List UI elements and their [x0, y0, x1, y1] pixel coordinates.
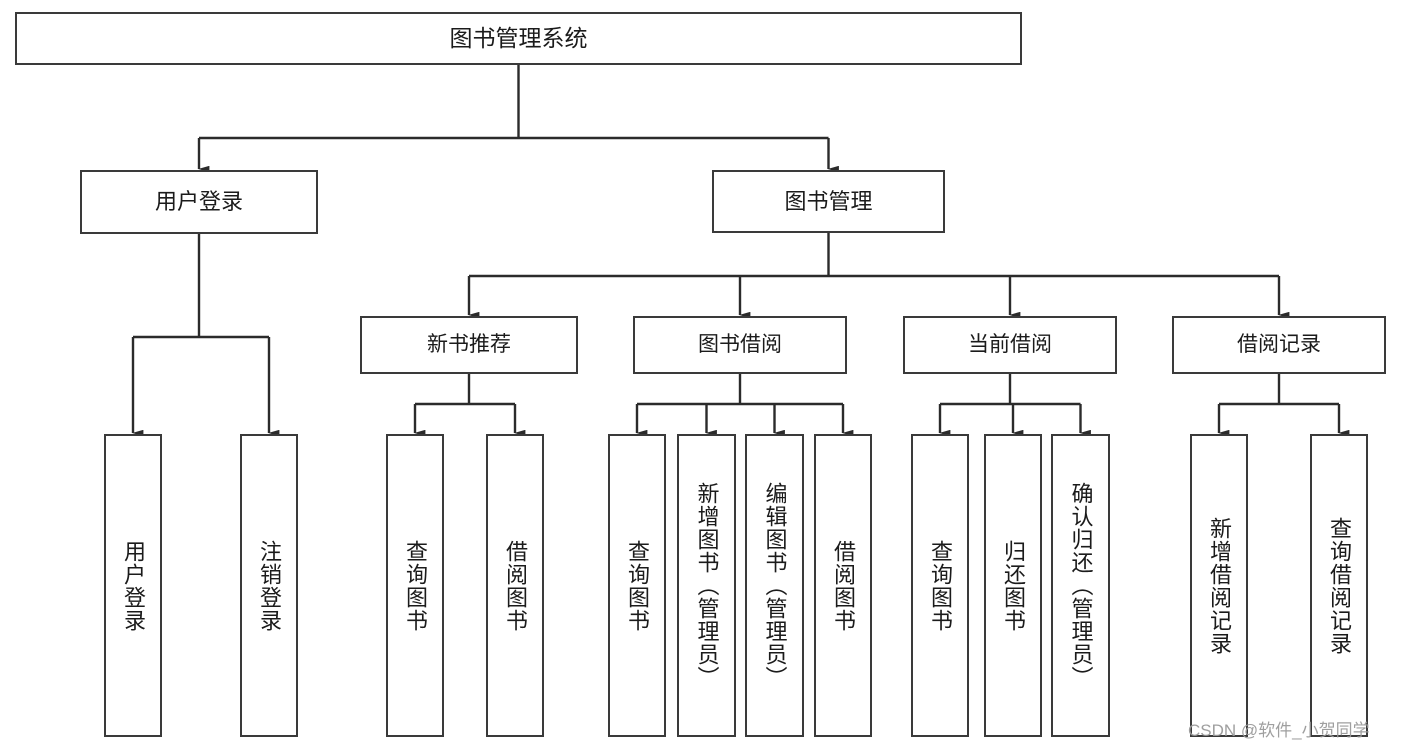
node-label: 查询图书: [402, 539, 428, 632]
node-leaf1: 用户登录: [104, 434, 162, 737]
node-root: 图书管理系统: [15, 12, 1022, 65]
node-label: 图书管理系统: [449, 24, 588, 51]
node-label: 编辑图书（管理员）: [762, 482, 788, 689]
node-leaf13: 查询借阅记录: [1310, 434, 1368, 737]
node-leaf10: 归还图书: [984, 434, 1042, 737]
node-label: 确认归还（管理员）: [1068, 482, 1094, 689]
node-label: 查询借阅记录: [1326, 516, 1352, 655]
node-label: 用户登录: [120, 539, 146, 632]
node-leaf5: 查询图书: [608, 434, 666, 737]
node-label: 新增图书（管理员）: [694, 482, 720, 689]
node-leaf3: 查询图书: [386, 434, 444, 737]
node-label: 查询图书: [927, 539, 953, 632]
node-label: 借阅图书: [830, 539, 856, 632]
node-label: 图书管理: [784, 188, 873, 214]
node-label: 归还图书: [1000, 539, 1026, 632]
node-leaf11: 确认归还（管理员）: [1051, 434, 1110, 737]
csdn-watermark: CSDN @软件_小贺同学: [1188, 721, 1370, 740]
node-label: 查询图书: [624, 539, 650, 632]
node-leaf12: 新增借阅记录: [1190, 434, 1248, 737]
node-borrow: 图书借阅: [633, 316, 847, 374]
node-leaf8: 借阅图书: [814, 434, 872, 737]
node-leaf6: 新增图书（管理员）: [677, 434, 736, 737]
node-current: 当前借阅: [903, 316, 1117, 374]
node-label: 新书推荐: [427, 332, 511, 356]
node-label: 新增借阅记录: [1206, 516, 1232, 655]
node-login: 用户登录: [80, 170, 318, 234]
node-leaf9: 查询图书: [911, 434, 969, 737]
node-label: 图书借阅: [698, 332, 782, 356]
node-label: 用户登录: [154, 189, 243, 215]
node-newbook: 新书推荐: [360, 316, 578, 374]
node-leaf7: 编辑图书（管理员）: [745, 434, 804, 737]
node-records: 借阅记录: [1172, 316, 1386, 374]
node-label: 注销登录: [256, 539, 282, 632]
node-bookmgmt: 图书管理: [712, 170, 945, 233]
node-label: 借阅图书: [502, 539, 528, 632]
node-label: 借阅记录: [1237, 332, 1321, 356]
node-leaf2: 注销登录: [240, 434, 298, 737]
node-leaf4: 借阅图书: [486, 434, 544, 737]
node-label: 当前借阅: [968, 332, 1052, 356]
